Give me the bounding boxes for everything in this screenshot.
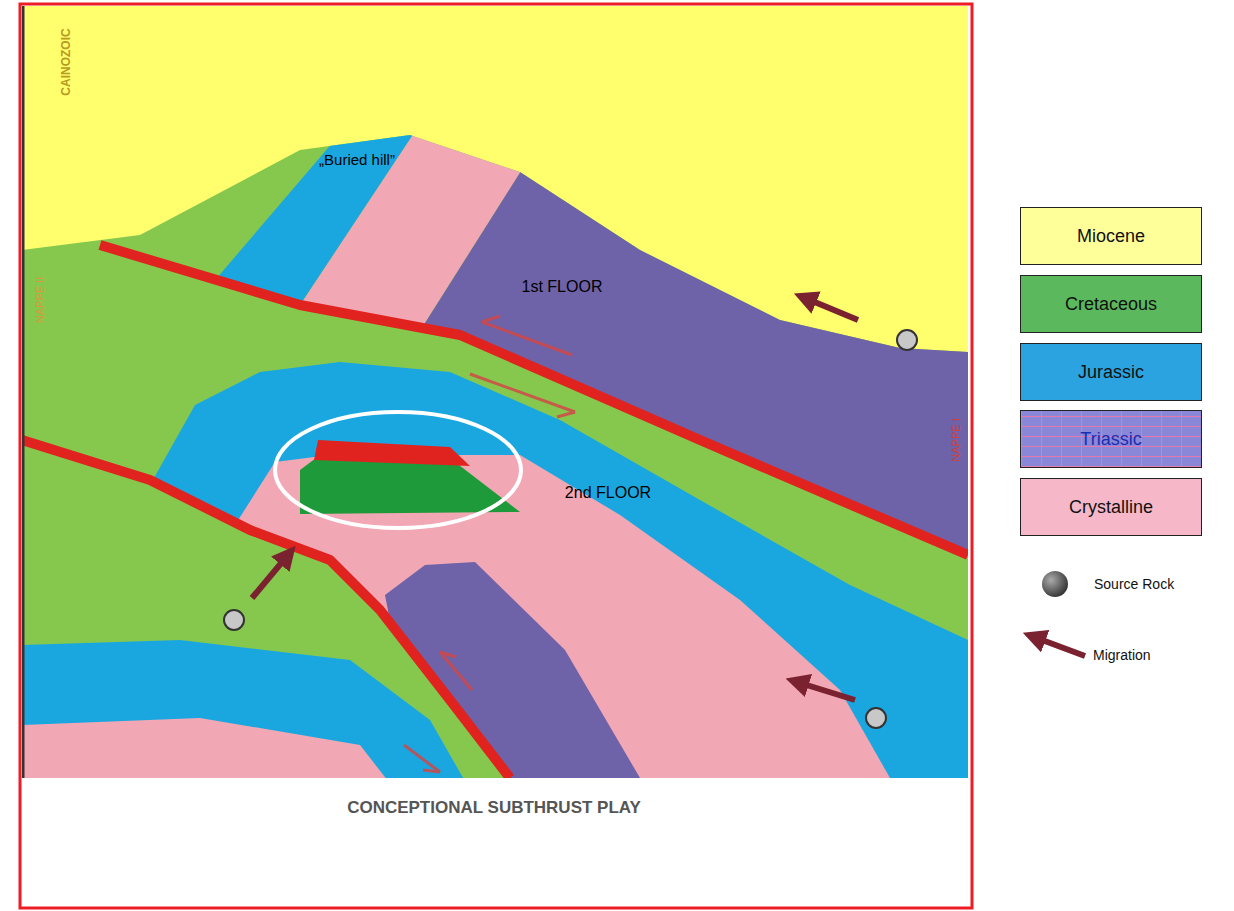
migration-arrow <box>252 298 858 700</box>
thrust-fault <box>22 440 510 778</box>
legend-swatch: Cretaceous <box>1020 275 1202 333</box>
nappe-label: NAPPE II <box>34 277 46 323</box>
structure-label: „Buried hill” <box>319 152 395 169</box>
legend-swatch: Crystalline <box>1020 478 1202 536</box>
legend-text: Cretaceous <box>1065 294 1157 315</box>
legend-text: Source Rock <box>1094 577 1174 592</box>
shear-arrows <box>404 316 575 772</box>
legend-text: Triassic <box>1080 429 1141 450</box>
legend-text: Crystalline <box>1069 497 1153 518</box>
section <box>22 6 968 778</box>
legend-swatch: Triassic <box>1020 410 1202 468</box>
legend-swatch: Miocene <box>1020 207 1202 265</box>
migration-symbol <box>1034 637 1085 656</box>
section-edge <box>22 6 25 778</box>
trap-seal <box>314 440 470 466</box>
thrust-fault <box>100 245 968 555</box>
trap-highlight <box>275 412 521 528</box>
nappe-label: NAPPE I <box>950 418 962 461</box>
trap-reservoir <box>300 458 520 514</box>
legend-text: Migration <box>1093 648 1151 663</box>
floor-label: 2nd FLOOR <box>565 484 651 502</box>
lower-nappe <box>22 430 522 778</box>
legend-swatch: Jurassic <box>1020 343 1202 401</box>
source-rock-symbol <box>1042 571 1068 597</box>
source-rock <box>224 330 917 728</box>
legend-text: Jurassic <box>1078 362 1144 383</box>
caption: CONCEPTIONAL SUBTHRUST PLAY <box>347 799 641 818</box>
legend-text: Miocene <box>1077 226 1145 247</box>
floor-label: 1st FLOOR <box>522 278 603 296</box>
era-label: CAINOZOIC <box>60 28 73 95</box>
